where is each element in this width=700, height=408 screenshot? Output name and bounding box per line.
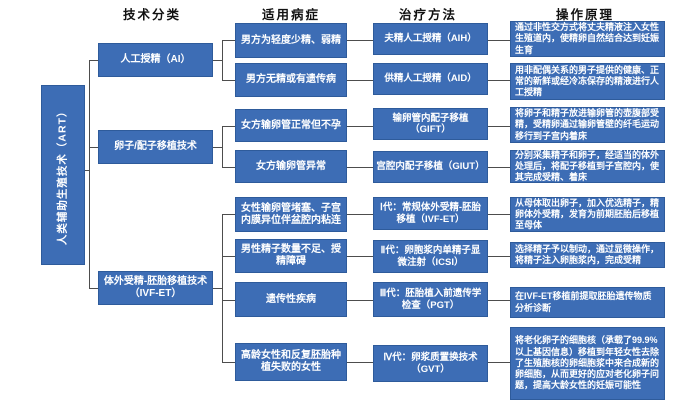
connector-line xyxy=(85,170,89,171)
connector-line xyxy=(89,147,98,148)
condition-box-6: 男性精子数量不足、授精障碍 xyxy=(235,239,347,273)
connector-line xyxy=(222,167,235,168)
connector-line xyxy=(488,300,510,301)
principle-box-2: 用非配偶关系的男子提供的健康、正常的新鲜或经冷冻保存的精液进行人工授精 xyxy=(510,63,665,100)
connector-line xyxy=(488,80,510,81)
principle-box-8: 将老化卵子的细胞核（承载了99.9%以上基因信息）移植到年轻女性去除了生殖胞核的… xyxy=(510,327,665,400)
principle-box-7: 在IVF-ET移植前提取胚胎遗传物质分析诊断 xyxy=(510,287,665,318)
method-box-gvt: Ⅳ代：卵浆质置换技术（GVT） xyxy=(373,345,488,382)
connector-line xyxy=(222,300,235,301)
principle-box-1: 通过非性交方式将丈夫精液注入女性生殖道内，使精卵自然结合达到妊娠生育 xyxy=(510,21,665,57)
condition-box-4: 女方输卵管异常 xyxy=(235,150,347,183)
connector-line xyxy=(347,40,373,41)
column-header-classification: 技术分类 xyxy=(122,8,181,22)
condition-box-5: 女性输卵管堵塞、子宫内膜异位伴盆腔内粘连 xyxy=(235,197,347,232)
connector-line xyxy=(347,167,373,168)
connector-line xyxy=(488,362,510,363)
condition-box-2: 男方无精或有遗传病 xyxy=(235,63,347,97)
connector-line xyxy=(89,288,98,289)
column-header-principle: 操作原理 xyxy=(555,8,614,22)
method-box-aid: 供精人工授精（AID） xyxy=(373,63,488,95)
method-box-icsi: Ⅱ代：卵胞浆内单精子显微注射（ICSI） xyxy=(373,240,488,273)
connector-line xyxy=(222,126,223,167)
connector-line xyxy=(347,126,373,127)
connector-line xyxy=(222,80,235,81)
column-header-method: 治疗方法 xyxy=(398,8,457,22)
column-header-condition: 适用病症 xyxy=(261,8,320,22)
condition-box-3: 女方输卵管正常但不孕 xyxy=(235,109,347,142)
connector-line xyxy=(347,256,373,257)
connector-line xyxy=(213,147,222,148)
connector-line xyxy=(347,214,373,215)
group-box-gamete: 卵子/配子移植技术 xyxy=(98,130,213,164)
principle-box-6: 选择精子予以制动，通过显微操作，将精子注入卵胞浆内，完成受精 xyxy=(510,242,665,268)
method-box-gift: 输卵管内配子移植（GIFT） xyxy=(373,108,488,140)
connector-line xyxy=(488,40,510,41)
connector-line xyxy=(488,214,510,215)
method-box-ivf: Ⅰ代：常规体外受精-胚胎移植（IVF-ET） xyxy=(373,197,488,230)
method-box-pgt: Ⅲ代：胚胎植入前遗传学检查（PGT） xyxy=(373,282,488,317)
principle-box-4: 分别采集精子和卵子，经适当的体外处理后，将配子移植到子宫腔内，使其完成受精、着床 xyxy=(510,150,665,183)
connector-line xyxy=(222,40,235,41)
connector-line xyxy=(488,167,510,168)
condition-box-8: 高龄女性和反复胚胎种植失败的女性 xyxy=(235,343,347,381)
connector-line xyxy=(222,126,235,127)
root-box-label: 人类辅助生殖技术（ART） xyxy=(56,105,69,245)
root-box-art: 人类辅助生殖技术（ART） xyxy=(41,85,85,265)
connector-line xyxy=(488,126,510,127)
principle-box-3: 将卵子和精子放进输卵管的壶腹部受精，受精卵通过输卵管壁的纤毛运动移行到子宫内着床 xyxy=(510,107,665,143)
connector-line xyxy=(222,362,235,363)
connector-line xyxy=(222,214,223,362)
method-box-aih: 夫精人工授精（AIH） xyxy=(373,23,488,55)
connector-line xyxy=(222,214,235,215)
connector-line xyxy=(89,60,98,61)
group-box-ai: 人工授精（AI） xyxy=(98,43,213,77)
connector-line xyxy=(89,60,90,288)
group-box-ivf-et: 体外受精-胚胎移植技术（IVF-ET） xyxy=(98,271,213,305)
condition-box-7: 遗传性疾病 xyxy=(235,282,347,317)
connector-line xyxy=(222,256,235,257)
principle-box-5: 从母体取出卵子，加入优选精子，精卵体外受精，发育为前期胚胎后移植至母体 xyxy=(510,197,665,232)
condition-box-1: 男方为轻度少精、弱精 xyxy=(235,23,347,58)
method-box-giut: 宫腔内配子移植（GIUT） xyxy=(373,151,488,183)
connector-line xyxy=(213,60,222,61)
connector-line xyxy=(488,256,510,257)
connector-line xyxy=(347,300,373,301)
connector-line xyxy=(347,362,373,363)
connector-line xyxy=(213,288,222,289)
connector-line xyxy=(222,40,223,80)
connector-line xyxy=(347,80,373,81)
